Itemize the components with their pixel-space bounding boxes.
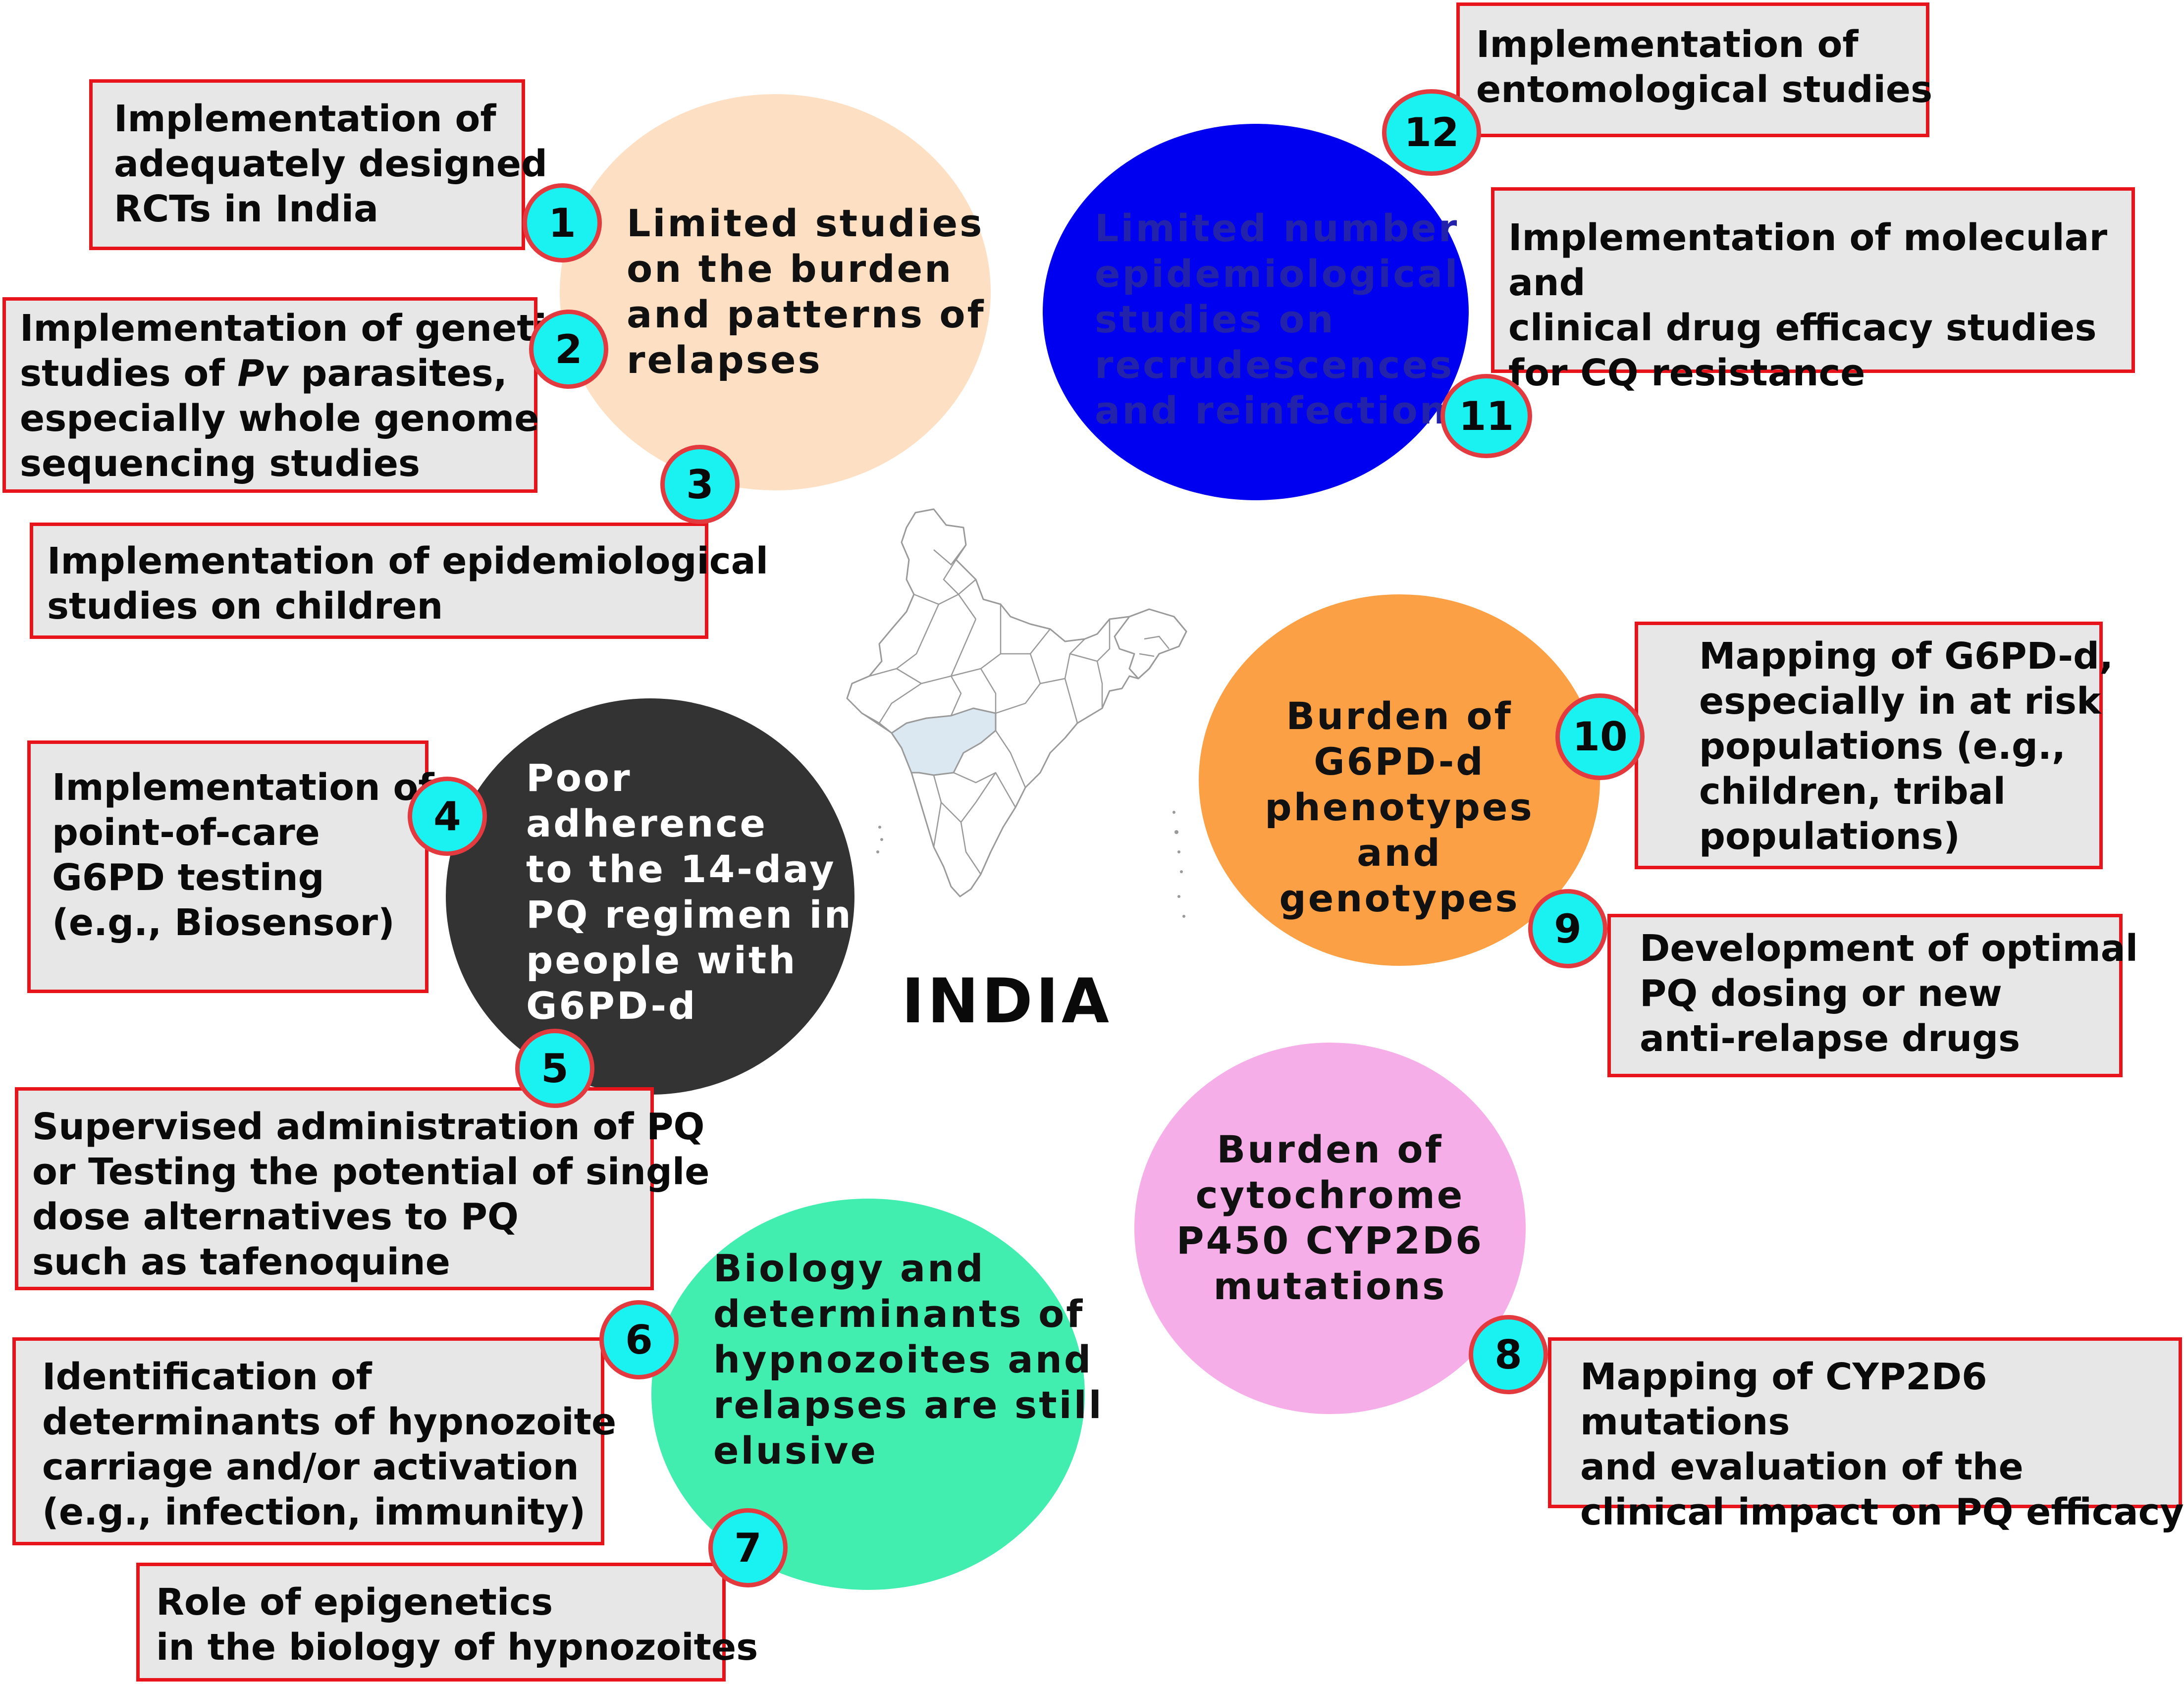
topic-label-pq-adherence: Poor adherence to the 14-day PQ regimen … — [526, 756, 853, 1028]
action-box-4 — [27, 740, 428, 993]
action-box-9 — [1607, 914, 2123, 1077]
number-badge-3: 3 — [660, 445, 740, 524]
number-badge-1: 1 — [523, 183, 602, 263]
action-text-1: Implementation of adequately designed RC… — [114, 98, 547, 230]
action-box-6 — [12, 1337, 604, 1545]
action-box-3 — [30, 523, 708, 639]
topic-label-hypnozoite-biology: Biology and determinants of hypnozoites … — [713, 1246, 1104, 1473]
number-badge-6: 6 — [599, 1300, 679, 1379]
topic-label-recrudescence: Limited number epidemiological studies o… — [1095, 206, 1473, 432]
action-box-8 — [1548, 1337, 2182, 1508]
number-badge-5: 5 — [515, 1029, 594, 1108]
action-text-6: Identification of determinants of hypnoz… — [42, 1356, 617, 1533]
action-text-2-part-1: Implementation of genetic studies of — [20, 307, 569, 395]
action-text-2-part-2: parasites, especially whole genome seque… — [20, 352, 539, 485]
topic-circle-recrudescence — [1043, 124, 1469, 500]
action-box-7 — [136, 1563, 726, 1682]
number-badge-7: 7 — [708, 1508, 788, 1587]
action-text-7: Role of epigenetics in the biology of hy… — [156, 1581, 758, 1669]
number-badge-4: 4 — [408, 777, 487, 856]
action-text-8: Mapping of CYP2D6 mutations and evaluati… — [1580, 1356, 2184, 1533]
action-text-4: Implementation of point-of-care G6PD tes… — [52, 766, 434, 944]
action-box-1 — [89, 79, 525, 250]
topic-label-g6pd-burden: Burden of G6PD-d phenotypes and genotype… — [1265, 694, 1534, 920]
india-label: INDIA — [902, 966, 1112, 1037]
india-outline — [846, 508, 1187, 897]
maharashtra-region — [891, 707, 997, 776]
india-map — [846, 508, 1187, 918]
action-text-10: Mapping of G6PD-d, especially in at risk… — [1699, 635, 2114, 858]
number-badge-2: 2 — [529, 310, 608, 389]
action-text-11: Implementation of molecular and clinical… — [1508, 216, 2108, 394]
india-northeast — [1114, 608, 1187, 680]
number-badge-11: 11 — [1440, 374, 1532, 458]
number-badge-12: 12 — [1382, 89, 1481, 176]
action-text-12: Implementation of entomological studies — [1476, 23, 1933, 111]
action-text-9: Development of optimal PQ dosing or new … — [1640, 927, 2138, 1060]
topic-circle-pq-adherence — [446, 698, 854, 1095]
number-badge-8: 8 — [1469, 1315, 1548, 1394]
number-badge-10: 10 — [1555, 693, 1645, 780]
action-box-10 — [1635, 622, 2103, 869]
action-box-12 — [1456, 2, 1929, 137]
action-box-5 — [15, 1087, 654, 1290]
topic-label-relapse-burden: Limited studies on the burden and patter… — [627, 201, 986, 382]
action-text-2-italic: Pv — [237, 352, 288, 395]
action-text-5: Supervised administration of PQ or Testi… — [32, 1106, 710, 1283]
action-box-2 — [2, 297, 537, 493]
topic-circle-cyp2d6-burden — [1134, 1043, 1526, 1414]
topic-circle-g6pd-burden — [1199, 594, 1600, 966]
action-text-2: Implementation of genetic studies of Pv … — [20, 306, 569, 486]
action-box-11 — [1491, 187, 2135, 373]
topic-circle-relapse-burden — [560, 94, 991, 490]
action-text-3: Implementation of epidemiological studie… — [47, 540, 768, 628]
number-badge-9: 9 — [1528, 889, 1607, 968]
topic-label-cyp2d6-burden: Burden of cytochrome P450 CYP2D6 mutatio… — [1176, 1127, 1484, 1308]
